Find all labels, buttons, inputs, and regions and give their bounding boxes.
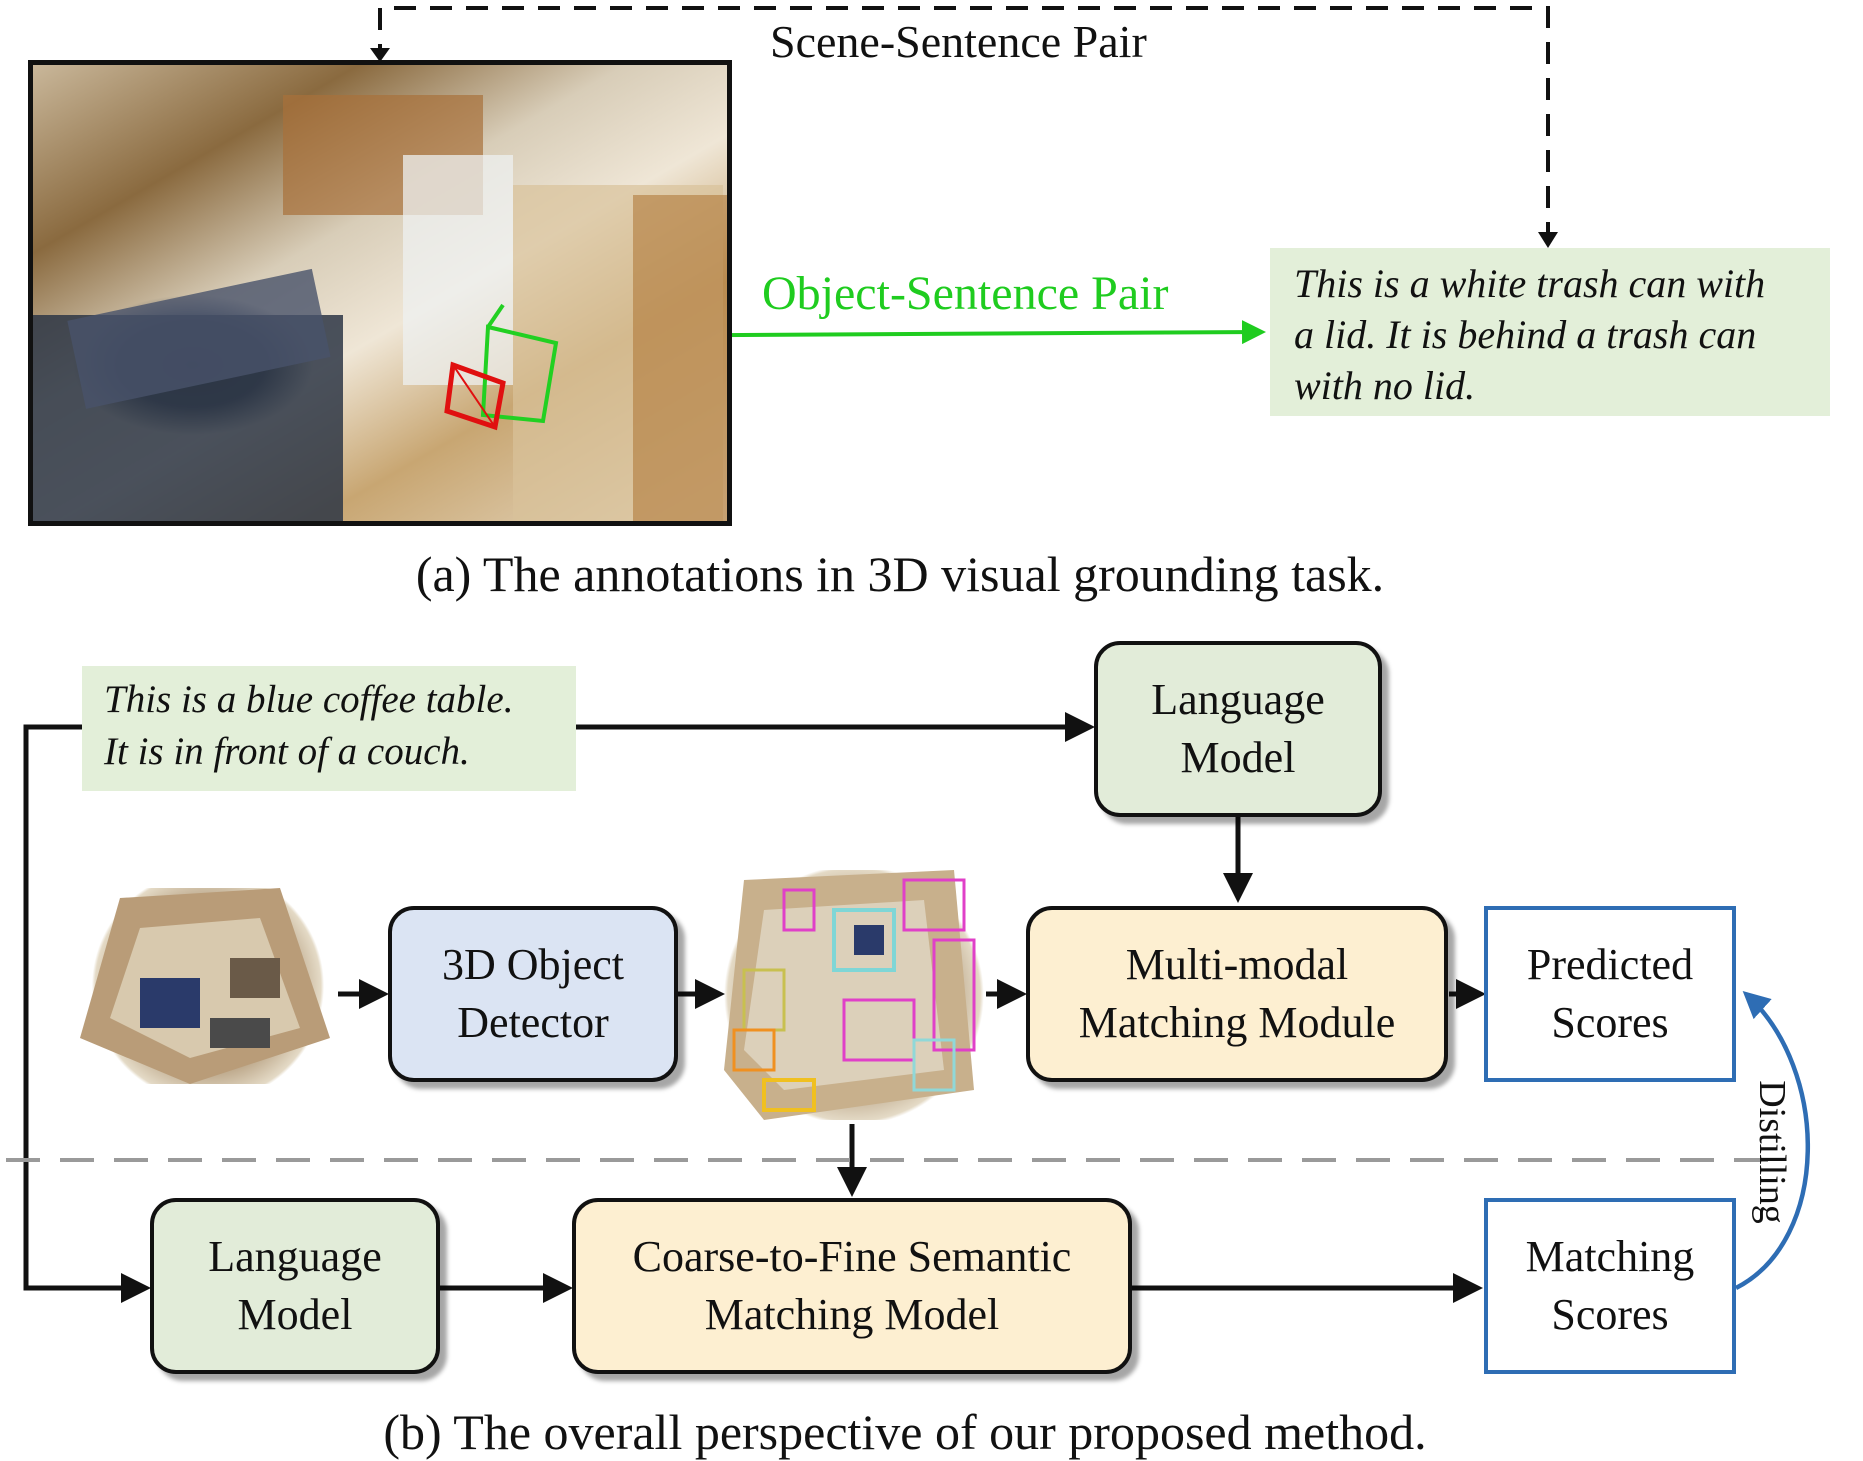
annotation-line-3: with no lid. bbox=[1294, 363, 1476, 408]
object-sentence-pair-label: Object-Sentence Pair bbox=[762, 267, 1169, 320]
scene-sentence-arrowhead-text bbox=[1538, 232, 1558, 248]
matching-module-line-2: Matching Module bbox=[1078, 998, 1396, 1047]
caption-b: (b) The overall perspective of our propo… bbox=[383, 1404, 1427, 1460]
object-detector-box: 3D Object Detector bbox=[388, 906, 678, 1082]
predicted-scores-box: Predicted Scores bbox=[1484, 906, 1736, 1082]
semantic-matching-line-2: Matching Model bbox=[704, 1290, 1000, 1339]
scene-sentence-arrowhead-image bbox=[370, 48, 390, 62]
language-model-bottom-line-2: Model bbox=[237, 1290, 353, 1339]
room-point-cloud-art bbox=[80, 888, 330, 1084]
language-model-top-line-2: Model bbox=[1180, 733, 1296, 782]
matching-module-box: Multi-modal Matching Module bbox=[1026, 906, 1448, 1082]
detected-objects-image bbox=[724, 870, 984, 1120]
scene-sentence-dashed-arrow bbox=[378, 6, 1550, 244]
distilling-label: Distilling bbox=[1751, 1080, 1793, 1224]
arrow-text-to-bottom-language-model bbox=[23, 724, 151, 1303]
matching-module-line-1: Multi-modal bbox=[1125, 940, 1349, 989]
object-detector-line-2: Detector bbox=[457, 998, 609, 1047]
detected-objects-art bbox=[724, 870, 976, 1120]
scene-bbox-overlay bbox=[33, 95, 727, 521]
matching-scores-line-1: Matching bbox=[1525, 1232, 1695, 1281]
input-sentence-line-2: It is in front of a couch. bbox=[104, 730, 470, 773]
matching-scores-box: Matching Scores bbox=[1484, 1198, 1736, 1374]
object-detector-line-1: 3D Object bbox=[441, 940, 625, 989]
predicted-scores-line-2: Scores bbox=[1551, 998, 1669, 1047]
semantic-matching-model-box: Coarse-to-Fine Semantic Matching Model bbox=[572, 1198, 1132, 1374]
annotation-line-2: a lid. It is behind a trash can bbox=[1294, 312, 1757, 357]
caption-a: (a) The annotations in 3D visual groundi… bbox=[415, 546, 1385, 602]
language-model-bottom: Language Model bbox=[150, 1198, 440, 1374]
room-point-cloud-image bbox=[80, 888, 336, 1084]
language-model-bottom-line-1: Language bbox=[208, 1232, 382, 1281]
scene-3d-render-image bbox=[28, 60, 732, 526]
annotation-text-box: This is a white trash can with a lid. It… bbox=[1270, 248, 1830, 416]
predicted-scores-line-1: Predicted bbox=[1526, 940, 1694, 989]
distilling-arrow bbox=[1734, 990, 1810, 1291]
scene-sentence-pair-label: Scene-Sentence Pair bbox=[770, 16, 1147, 67]
semantic-matching-line-1: Coarse-to-Fine Semantic bbox=[632, 1232, 1072, 1281]
input-sentence-line-1: This is a blue coffee table. bbox=[104, 678, 514, 721]
input-sentence-box: This is a blue coffee table. It is in fr… bbox=[82, 666, 576, 791]
matching-scores-line-2: Scores bbox=[1551, 1290, 1669, 1339]
language-model-top-line-1: Language bbox=[1151, 675, 1325, 724]
green-bbox bbox=[480, 324, 559, 424]
annotation-line-1: This is a white trash can with bbox=[1294, 261, 1766, 306]
language-model-top: Language Model bbox=[1094, 641, 1382, 817]
